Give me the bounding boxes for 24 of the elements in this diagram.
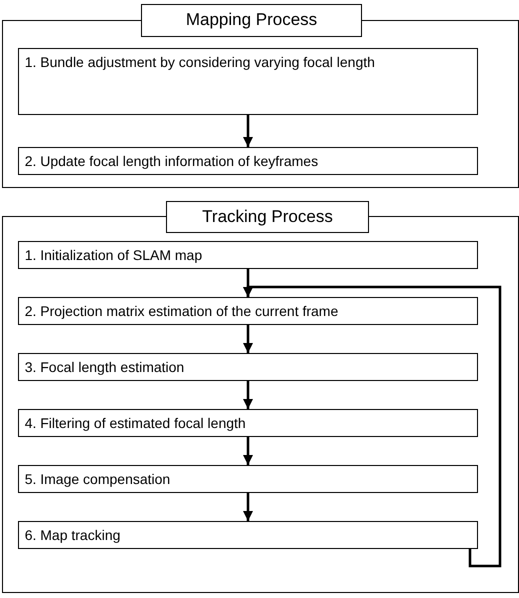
step-text: 3. Focal length estimation [24, 358, 186, 376]
step-text: 1. Bundle adjustment by considering varying focal length [24, 52, 376, 71]
step-text: 4. Filtering of estimated focal length [24, 414, 247, 432]
process-step-box [18, 146, 478, 175]
process-step-box [18, 464, 478, 493]
step-text: 2. Projection matrix estimation of the current frame [24, 302, 340, 320]
arrow [243, 381, 253, 409]
arrow [243, 115, 253, 147]
group-heading: Tracking Process [166, 201, 369, 233]
arrow [243, 286, 502, 568]
process-step-box [18, 48, 478, 115]
arrow [243, 325, 253, 353]
step-text: 5. Image compensation [24, 470, 172, 488]
process-step-box [18, 352, 478, 381]
process-step-box [18, 520, 478, 549]
group-heading: Mapping Process [141, 4, 362, 37]
step-text: 2. Update focal length information of keyframes [24, 152, 320, 170]
step-text: 6. Map tracking [24, 526, 122, 544]
process-step-box [18, 296, 478, 325]
process-step-box [18, 408, 478, 437]
step-text: 1. Initialization of SLAM map [24, 246, 204, 264]
arrow [243, 493, 253, 521]
process-step-box [18, 240, 478, 269]
arrow [243, 437, 253, 465]
